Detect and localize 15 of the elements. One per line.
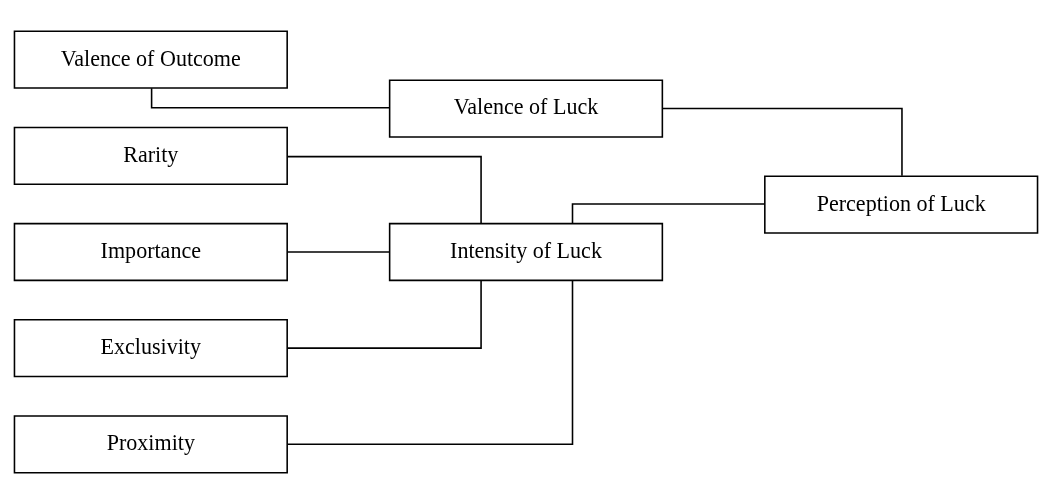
node-box: Valence of Luck — [388, 78, 664, 138]
node-box: Intensity of Luck — [388, 222, 664, 281]
node-box: Valence of Outcome — [13, 30, 288, 89]
node-box: Perception of Luck — [764, 175, 1039, 234]
connector — [286, 155, 482, 224]
node-box: Exclusivity — [13, 318, 288, 377]
node-box: Rarity — [13, 126, 288, 185]
connector — [150, 86, 391, 109]
connector — [662, 107, 903, 177]
connector — [286, 279, 574, 445]
node-box: Importance — [13, 222, 288, 281]
connector — [571, 202, 766, 224]
connector — [286, 250, 391, 253]
connector — [286, 279, 482, 349]
node-box: Proximity — [13, 414, 288, 473]
